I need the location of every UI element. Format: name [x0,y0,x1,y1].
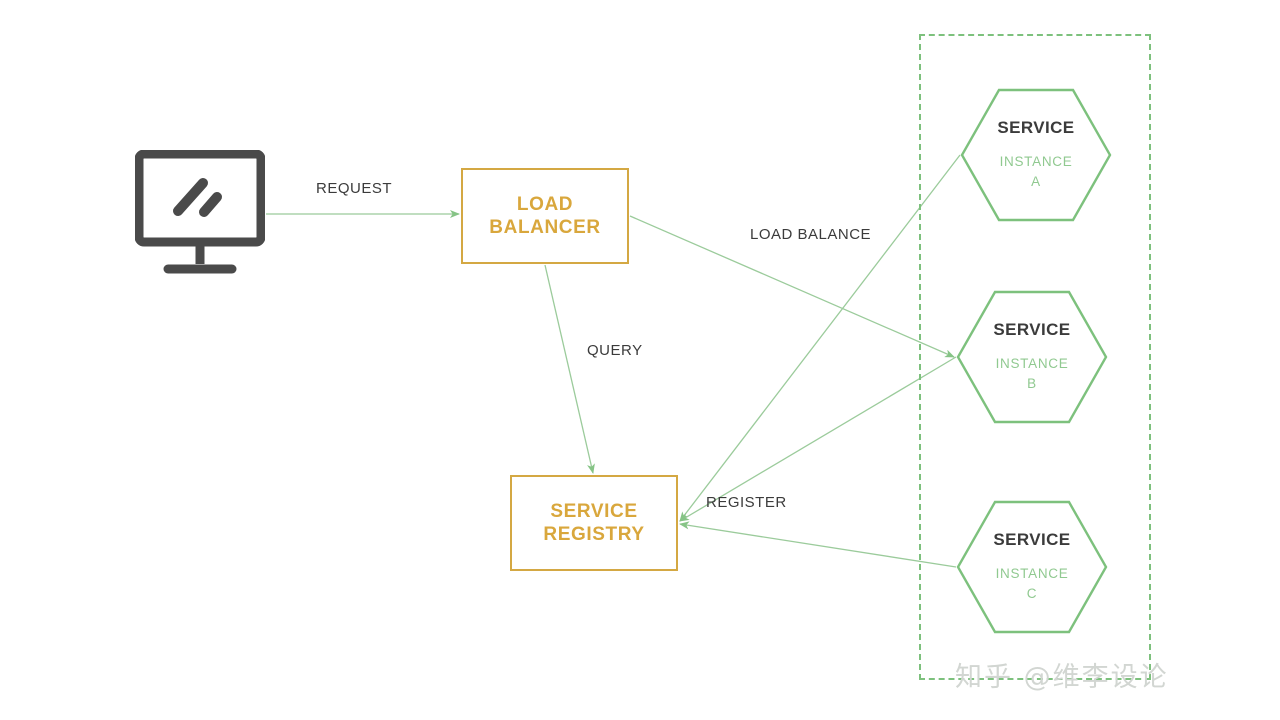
service-registry-label-line1: SERVICE [550,500,638,522]
service-instance-c[interactable]: SERVICE INSTANCE C [956,500,1108,634]
edge-label-request: REQUEST [316,180,393,197]
service-instance-label-line1: INSTANCE [995,566,1069,582]
service-instance-label-line1: INSTANCE [999,154,1073,170]
service-instance-label: INSTANCE C [996,564,1069,603]
service-registry-label-line2: REGISTRY [543,524,645,545]
monitor-icon [134,149,266,274]
service-title: SERVICE [993,530,1071,550]
service-registry-node[interactable]: SERVICE REGISTRY [510,475,678,571]
service-instance-a-text: SERVICE INSTANCE A [960,88,1112,222]
edge-label-register: REGISTER [706,494,787,511]
edge-register-b [679,356,957,522]
service-title: SERVICE [993,320,1071,340]
service-instance-c-text: SERVICE INSTANCE C [956,500,1108,634]
edge-register-a [679,154,961,522]
edge-label-query: QUERY [587,342,643,359]
service-registry-label: SERVICE REGISTRY [543,500,644,546]
load-balancer-label-line1: LOAD [516,193,574,215]
load-balancer-node[interactable]: LOAD BALANCER [461,168,629,264]
edge-query [544,264,595,474]
service-instance-b[interactable]: SERVICE INSTANCE B [956,290,1108,424]
service-instance-label: INSTANCE B [996,354,1069,393]
service-instance-label-line1: INSTANCE [995,356,1069,372]
service-instance-label-line2: B [1027,376,1037,391]
service-instance-label: INSTANCE A [1000,152,1073,191]
hexagon-icon [956,290,1108,424]
service-instance-b-text: SERVICE INSTANCE B [956,290,1108,424]
client-monitor [134,149,266,280]
edge-load-balance [629,215,955,358]
hexagon-icon [956,500,1108,634]
service-instance-label-line2: C [1026,586,1038,601]
services-group-container [919,34,1151,680]
service-instance-a[interactable]: SERVICE INSTANCE A [960,88,1112,222]
watermark: 知乎 @维李设论 [955,662,1169,693]
hexagon-icon [960,88,1112,222]
edge-register-c [679,521,957,568]
service-title: SERVICE [997,118,1075,138]
edge-label-load-balance: LOAD BALANCE [750,226,872,243]
load-balancer-label: LOAD BALANCER [489,193,600,239]
load-balancer-label-line2: BALANCER [489,217,601,238]
service-instance-label-line2: A [1031,174,1041,189]
